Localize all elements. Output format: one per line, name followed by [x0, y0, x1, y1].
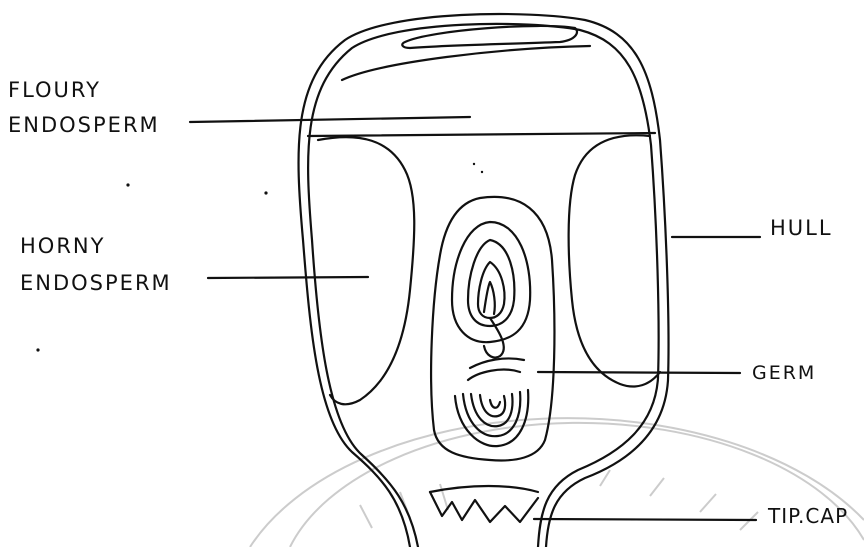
- leader-tipcap: [534, 519, 756, 520]
- leader-horny: [208, 277, 368, 278]
- floury-boundary: [308, 133, 655, 136]
- label-floury-endosperm: FLOURY ENDOSPERM: [8, 80, 160, 136]
- label-horny-endosperm: HORNY ENDOSPERM: [20, 236, 172, 294]
- germ-outline: [431, 197, 554, 461]
- label-hull: HULL: [770, 218, 833, 239]
- label-horny-line2: ENDOSPERM: [20, 273, 172, 294]
- label-floury-line1: FLOURY: [8, 80, 160, 101]
- top-band: [402, 26, 577, 48]
- horny-endosperm-left: [318, 137, 414, 404]
- leader-germ: [538, 372, 740, 373]
- label-tip-cap: TIP.CAP: [768, 506, 848, 526]
- label-horny-line1: HORNY: [20, 236, 172, 257]
- label-floury-line2: ENDOSPERM: [8, 115, 160, 136]
- horny-endosperm-right: [569, 135, 660, 386]
- germ-contour-3: [478, 262, 504, 318]
- leader-floury: [190, 117, 470, 122]
- label-germ: GERM: [752, 364, 816, 383]
- germ-contour-lower-3: [471, 394, 512, 426]
- hull-outline-outer: [299, 14, 669, 547]
